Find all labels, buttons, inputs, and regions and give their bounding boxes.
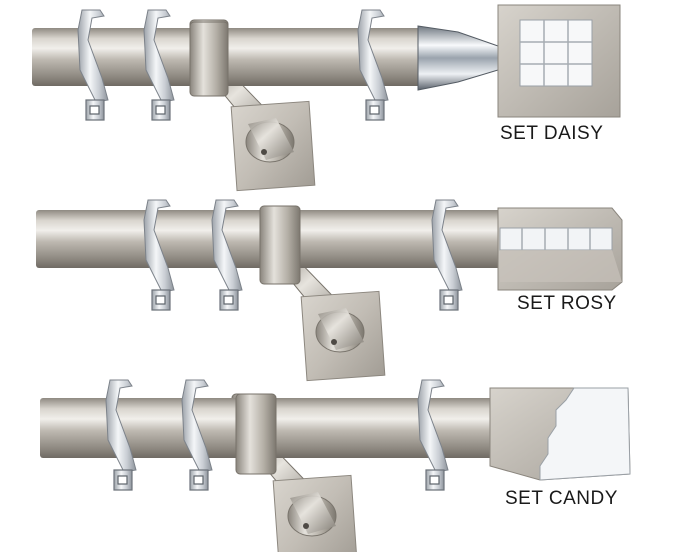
set-rosy-rod bbox=[36, 199, 623, 382]
set-daisy-rod bbox=[32, 4, 621, 192]
set-candy-finial bbox=[489, 387, 631, 481]
caption-set-candy: SET CANDY bbox=[505, 488, 618, 509]
set-candy-rod bbox=[40, 379, 631, 552]
set-rosy-finial bbox=[497, 207, 623, 291]
caption-set-rosy: SET ROSY bbox=[517, 293, 617, 314]
set-daisy-finial bbox=[497, 4, 621, 118]
caption-set-daisy: SET DAISY bbox=[500, 123, 604, 144]
